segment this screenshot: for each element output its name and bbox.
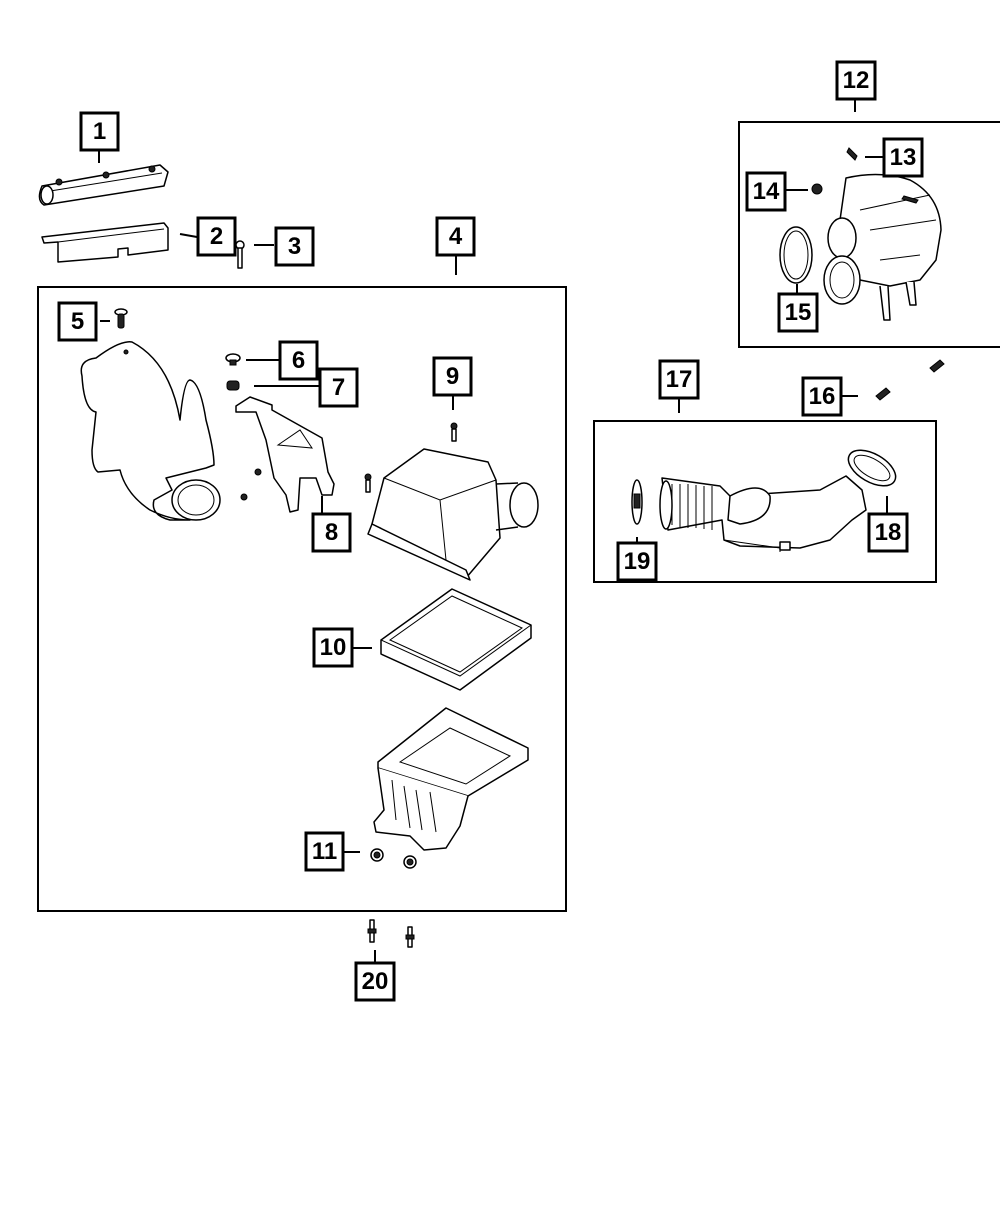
- part-12-air-box-assembly: [823, 173, 942, 321]
- callout-6[interactable]: 6: [278, 340, 319, 381]
- part-14-nut: [811, 183, 823, 195]
- callout-label: 14: [753, 178, 780, 205]
- part-1-duct-rail: [38, 164, 169, 206]
- callout-20[interactable]: 20: [354, 961, 396, 1002]
- part-9-screw: [364, 422, 458, 493]
- callout-label: 11: [312, 838, 337, 865]
- group-frame-12: [738, 121, 1000, 348]
- callout-label: 8: [325, 519, 338, 546]
- callout-label: 4: [449, 223, 463, 250]
- callout-label: 10: [320, 634, 347, 661]
- callout-label: 9: [446, 363, 459, 390]
- callout-label: 1: [93, 118, 106, 145]
- callout-label: 2: [210, 223, 223, 250]
- group-frame-4: [37, 286, 567, 912]
- part-11-nuts: [370, 848, 417, 869]
- part-16-screws: [875, 359, 945, 401]
- callout-label: 17: [666, 366, 693, 393]
- callout-12[interactable]: 12: [835, 60, 877, 101]
- part-5-push-pin: [114, 308, 128, 329]
- part-19-clamp: [631, 479, 643, 525]
- part-17-hose-assembly: [659, 475, 867, 552]
- callout-label: 7: [332, 374, 345, 401]
- part-6-clip: [225, 353, 241, 366]
- callout-label: 12: [843, 67, 870, 94]
- callout-10[interactable]: 10: [312, 627, 354, 668]
- callout-14[interactable]: 14: [745, 171, 787, 212]
- callout-label: 6: [292, 347, 305, 374]
- part-air-cleaner-base: [373, 707, 529, 851]
- callout-13[interactable]: 13: [882, 137, 924, 178]
- part-13-screw: [846, 147, 858, 161]
- callout-19[interactable]: 19: [616, 541, 658, 582]
- callout-label: 3: [288, 233, 301, 260]
- callout-label: 5: [71, 308, 84, 335]
- part-intake-duct: [80, 341, 221, 521]
- callout-2[interactable]: 2: [196, 216, 237, 257]
- part-7-grommet: [226, 380, 240, 391]
- callout-7[interactable]: 7: [318, 367, 359, 408]
- part-15-seal-ring: [779, 226, 813, 284]
- part-2-shield: [41, 222, 169, 263]
- part-18-clamp-ring: [847, 449, 897, 487]
- callout-9[interactable]: 9: [432, 356, 473, 397]
- callout-15[interactable]: 15: [777, 292, 819, 333]
- callout-label: 16: [809, 383, 836, 410]
- callout-label: 15: [785, 299, 812, 326]
- callout-label: 19: [624, 548, 651, 575]
- callout-3[interactable]: 3: [274, 226, 315, 267]
- part-8-bracket: [235, 396, 335, 513]
- part-10-air-filter: [380, 588, 532, 691]
- group-frame-17: [593, 420, 937, 583]
- callout-4[interactable]: 4: [435, 216, 476, 257]
- callout-17[interactable]: 17: [658, 359, 700, 400]
- callout-18[interactable]: 18: [867, 512, 909, 553]
- part-20-studs: [367, 919, 415, 948]
- callout-label: 20: [362, 968, 389, 995]
- callout-1[interactable]: 1: [79, 111, 120, 152]
- callout-5[interactable]: 5: [57, 301, 98, 342]
- callout-16[interactable]: 16: [801, 376, 843, 417]
- callout-8[interactable]: 8: [311, 512, 352, 553]
- callout-label: 13: [890, 144, 917, 171]
- part-3-bolt: [235, 240, 245, 269]
- part-air-cleaner-lid: [367, 448, 539, 581]
- callout-label: 18: [875, 519, 902, 546]
- callout-11[interactable]: 11: [304, 831, 345, 872]
